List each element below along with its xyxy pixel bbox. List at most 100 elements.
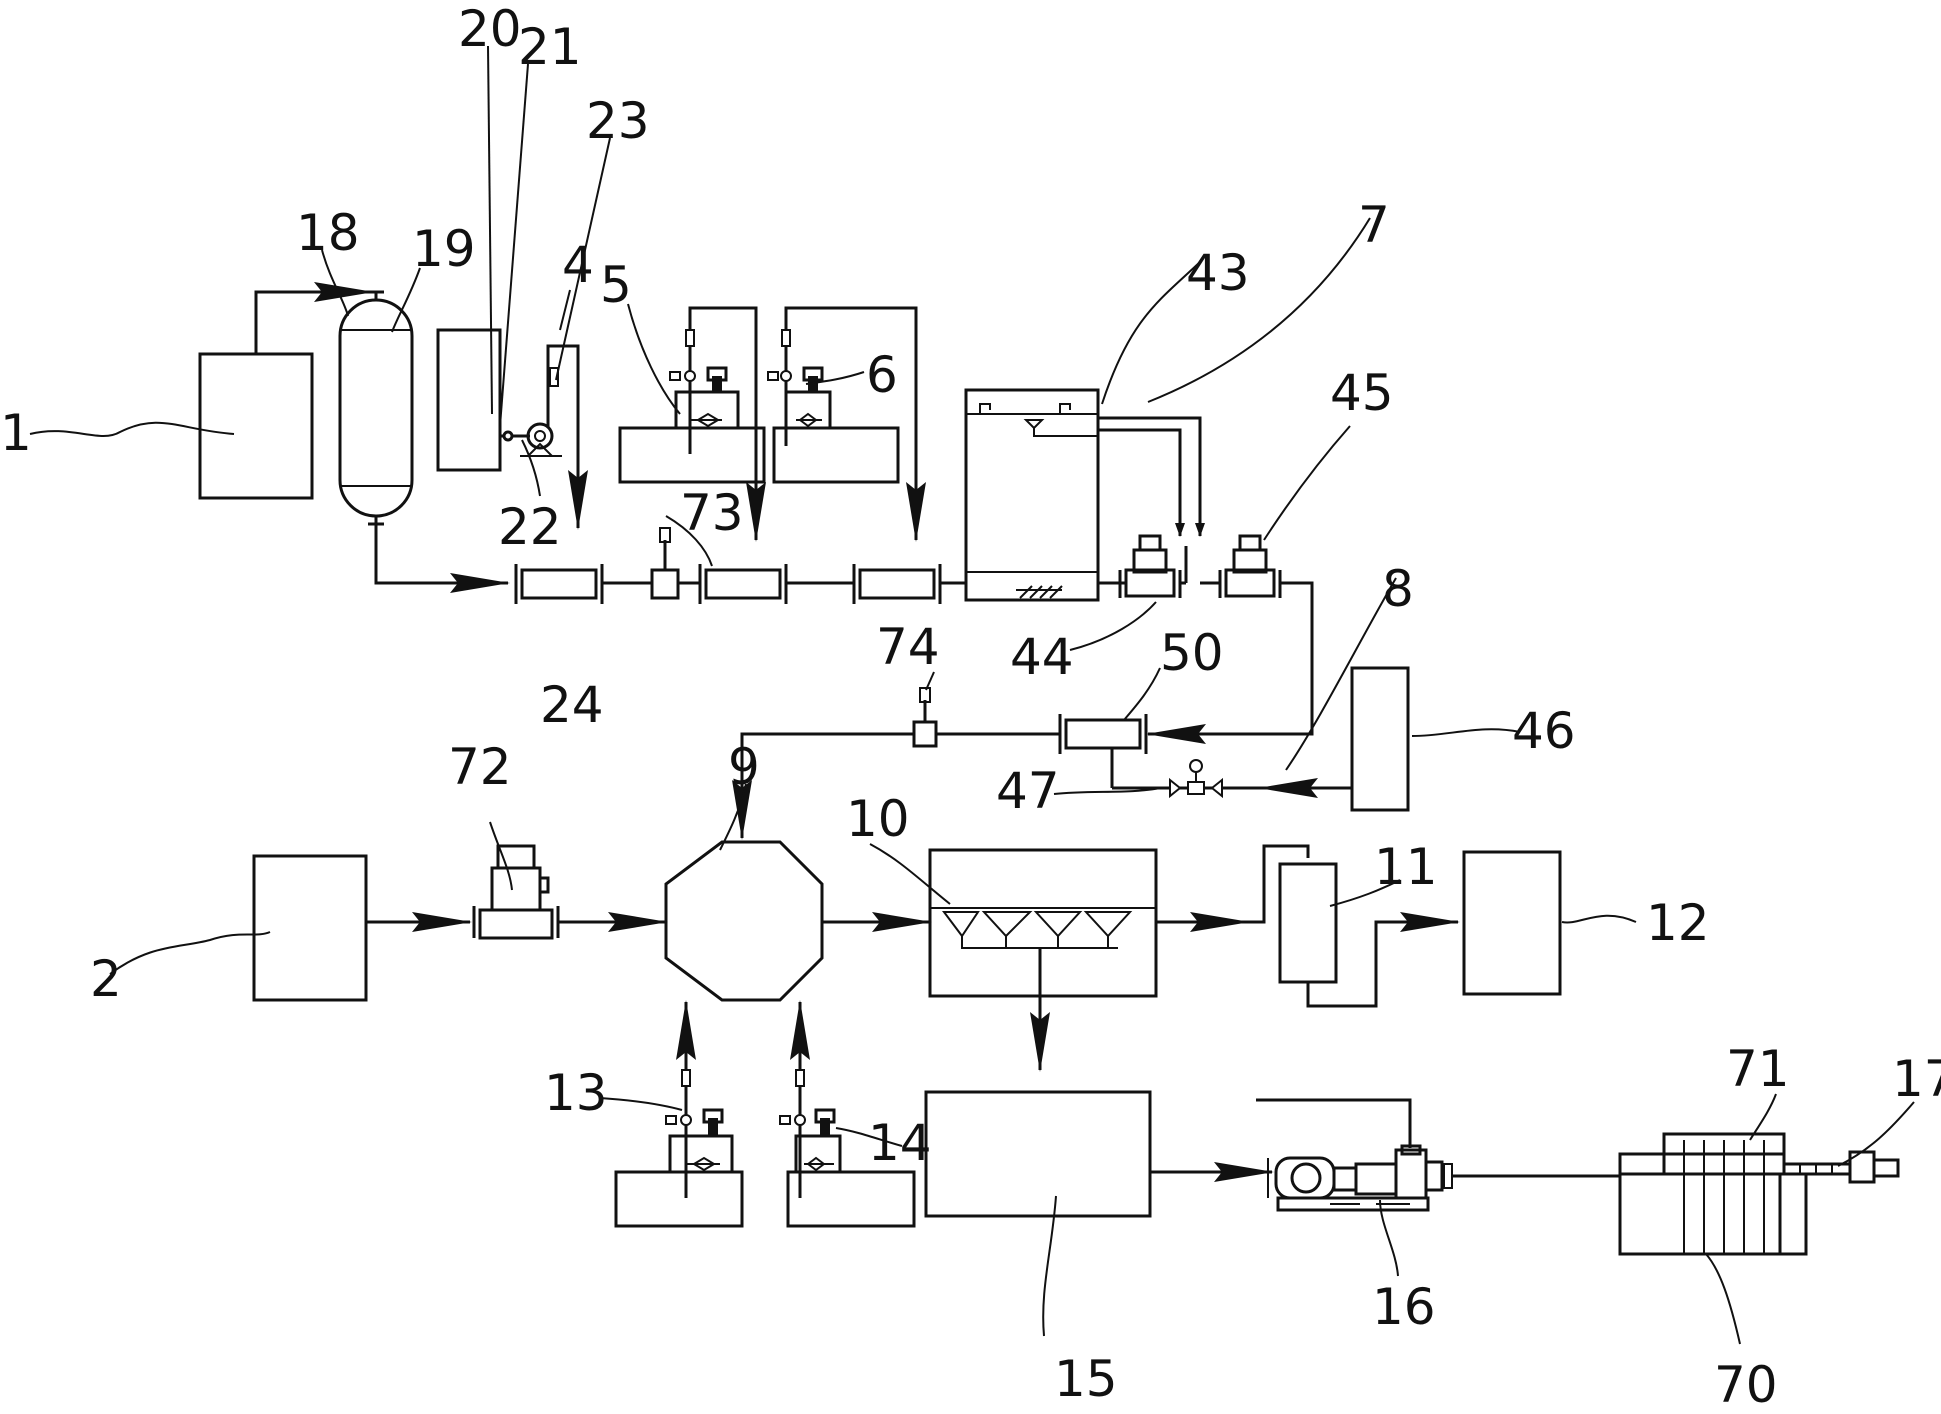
label-1: 1 xyxy=(0,404,32,462)
mixer-24 xyxy=(520,568,598,600)
leader-18 xyxy=(321,249,349,317)
pump-22 xyxy=(526,422,554,450)
mixer-50 xyxy=(1064,718,1142,750)
leader-20 xyxy=(487,45,493,415)
leader-12 xyxy=(1561,914,1637,924)
label-46: 46 xyxy=(1512,702,1576,760)
label-23: 23 xyxy=(586,92,650,150)
basin-10 xyxy=(928,848,1158,998)
leader-17 xyxy=(1837,1101,1915,1167)
tank-46 xyxy=(1350,666,1410,812)
sludge-tank-15 xyxy=(924,1090,1152,1218)
label-10: 10 xyxy=(846,790,910,848)
tank-20 xyxy=(436,328,502,472)
leader-13 xyxy=(599,1097,683,1111)
label-73: 73 xyxy=(680,484,744,542)
label-24: 24 xyxy=(540,676,604,734)
label-2: 2 xyxy=(90,950,122,1008)
tank-2 xyxy=(252,854,368,1002)
leader-43 xyxy=(1101,261,1201,405)
pipe-74-to-9 xyxy=(732,732,914,840)
label-15: 15 xyxy=(1054,1350,1118,1408)
leader-8 xyxy=(1285,577,1397,771)
label-47: 47 xyxy=(996,762,1060,820)
label-72: 72 xyxy=(448,738,512,796)
label-43: 43 xyxy=(1186,244,1250,302)
pump-44 xyxy=(1118,534,1182,598)
leader-16 xyxy=(1379,1199,1399,1277)
reactor-9 xyxy=(664,840,824,1002)
leader-6 xyxy=(805,371,865,385)
pipe-7-to-44 xyxy=(1098,428,1185,537)
leader-2 xyxy=(109,931,271,975)
label-22: 22 xyxy=(498,498,562,556)
leader-1 xyxy=(29,421,235,437)
leader-5 xyxy=(627,303,681,415)
leader-7 xyxy=(1147,217,1371,403)
label-13: 13 xyxy=(544,1064,608,1122)
label-9: 9 xyxy=(728,738,760,796)
leader-21 xyxy=(499,63,529,427)
label-44: 44 xyxy=(1010,628,1074,686)
sensor-74 xyxy=(912,720,938,748)
leader-72 xyxy=(489,821,513,891)
mixer-6b xyxy=(858,568,936,600)
label-11: 11 xyxy=(1374,838,1438,896)
label-19: 19 xyxy=(412,220,476,278)
dosing-tank-6 xyxy=(772,426,900,484)
leader-19 xyxy=(391,267,421,333)
label-71: 71 xyxy=(1726,1040,1790,1098)
filter-press-70 xyxy=(1618,1132,1900,1256)
label-21: 21 xyxy=(518,18,582,76)
label-5: 5 xyxy=(600,256,632,314)
pump-72 xyxy=(472,844,560,940)
label-20: 20 xyxy=(458,0,522,58)
pump-16 xyxy=(1256,1098,1444,1212)
leader-74 xyxy=(925,671,935,691)
leader-22 xyxy=(521,439,541,497)
label-8: 8 xyxy=(1382,560,1414,618)
label-7: 7 xyxy=(1358,196,1390,254)
leader-4 xyxy=(559,289,571,331)
pump-45 xyxy=(1218,534,1282,598)
settling-tank-7 xyxy=(964,388,1100,602)
pipe-7-to-45 xyxy=(1098,416,1205,537)
label-50: 50 xyxy=(1160,624,1224,682)
vessel-19 xyxy=(338,298,414,518)
label-12: 12 xyxy=(1646,894,1710,952)
leader-15 xyxy=(1042,1195,1057,1337)
label-70: 70 xyxy=(1714,1356,1778,1409)
leader-46 xyxy=(1411,728,1521,737)
leader-45 xyxy=(1263,425,1351,541)
label-17: 17 xyxy=(1892,1050,1941,1108)
dosing-tank-13 xyxy=(614,1170,744,1228)
label-74: 74 xyxy=(876,618,940,676)
label-16: 16 xyxy=(1372,1278,1436,1336)
dosing-tank-14 xyxy=(786,1170,916,1228)
label-45: 45 xyxy=(1330,364,1394,422)
leader-47 xyxy=(1053,787,1161,795)
filter-11 xyxy=(1278,862,1338,984)
label-18: 18 xyxy=(296,204,360,262)
label-6: 6 xyxy=(866,346,898,404)
pipe-19-to-24 xyxy=(374,524,510,593)
leader-11 xyxy=(1329,879,1401,907)
leader-71 xyxy=(1749,1093,1777,1141)
tank-1 xyxy=(198,352,314,500)
sensor-73 xyxy=(650,568,680,600)
leader-73 xyxy=(665,515,713,567)
dosing-tank-5 xyxy=(618,426,766,484)
leader-23 xyxy=(555,137,611,381)
leader-14 xyxy=(835,1127,903,1147)
leader-9 xyxy=(719,783,747,851)
tank-12 xyxy=(1462,850,1562,996)
leader-44 xyxy=(1069,601,1157,651)
leader-70 xyxy=(1705,1253,1741,1345)
pipe-45-to-50 xyxy=(1146,581,1314,744)
label-4: 4 xyxy=(562,236,594,294)
leader-50 xyxy=(1123,667,1161,721)
mixer-73b xyxy=(704,568,782,600)
pipe-1-to-19 xyxy=(254,282,374,354)
